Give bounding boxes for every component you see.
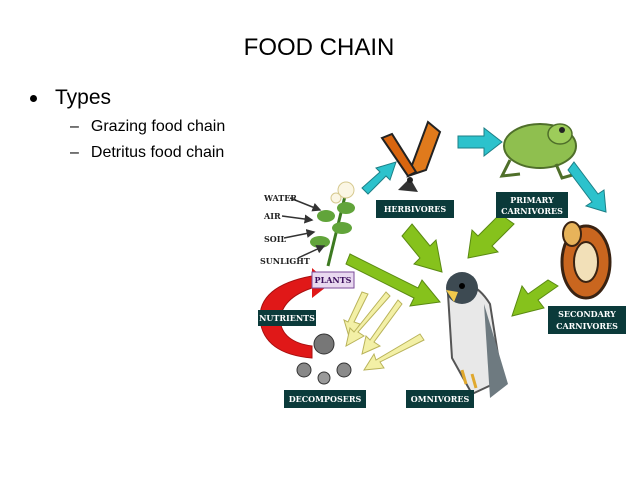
sub-bullet-grazing-label: Grazing food chain [90, 118, 226, 135]
food-chain-diagram: WATER AIR SOIL SUNLIGHT HERBIVORES [258, 120, 626, 408]
frog-to-snake-arrow [567, 161, 607, 213]
input-sunlight-label: SUNLIGHT [260, 256, 310, 266]
plant-input-arrows [281, 197, 326, 259]
snake-icon [560, 221, 612, 300]
bullet-dot-icon [30, 94, 37, 102]
herbivore-to-decomposer-arrow [361, 299, 403, 355]
sub-bullet-detritus: – Detritus food chain [70, 144, 225, 162]
label-herbivores: HERBIVORES [376, 200, 454, 218]
label-nutrients: NUTRIENTS [258, 310, 316, 326]
omnivore-to-decomposer-arrow [363, 333, 425, 371]
plants-to-decomposer-arrow-2 [345, 291, 391, 347]
plant-inputs: WATER AIR SOIL SUNLIGHT [260, 193, 310, 266]
plants-to-omnivore-arrow [345, 253, 441, 307]
input-water-label: WATER [263, 193, 297, 203]
label-decomposers-text: DECOMPOSERS [289, 394, 362, 404]
slide-title: FOOD CHAIN [243, 34, 395, 61]
label-nutrients-text: NUTRIENTS [259, 313, 315, 323]
label-secondary-carnivores: SECONDARY CARNIVORES [548, 306, 626, 334]
decomposer-arrows [343, 291, 425, 371]
label-secondary-carnivores-text: CARNIVORES [556, 321, 618, 331]
herbivore-to-omnivore-arrow [401, 223, 443, 273]
label-herbivores-text: HERBIVORES [384, 204, 447, 214]
bullet-types-label: Types [55, 86, 112, 109]
bullet-types: Types [30, 86, 225, 110]
secondary-to-omnivore-arrow [511, 279, 559, 317]
input-soil-label: SOIL [264, 234, 286, 244]
label-plants: PLANTS [311, 271, 355, 289]
butterfly-icon [380, 120, 442, 192]
primary-to-omnivore-arrow [467, 213, 515, 259]
label-omnivores: OMNIVORES [406, 390, 474, 408]
bullet-list: Types – Grazing food chain – Detritus fo… [30, 86, 225, 162]
sub-bullet-detritus-label: Detritus food chain [90, 144, 225, 161]
label-secondary-text: SECONDARY [558, 309, 616, 319]
label-omnivores-text: OMNIVORES [411, 394, 470, 404]
label-plants-text: PLANTS [315, 275, 352, 285]
input-air-label: AIR [263, 211, 281, 221]
dash-icon: – [70, 118, 79, 135]
label-primary-carnivores: PRIMARY CARNIVORES [496, 192, 568, 218]
label-primary-text: PRIMARY [510, 195, 554, 205]
plant-icon [310, 181, 355, 267]
dash-icon: – [70, 144, 79, 161]
grazing-cycle-arrows [361, 126, 607, 213]
omnivore-feed-arrows [345, 213, 559, 317]
label-primary-carnivores-text: CARNIVORES [501, 206, 563, 216]
herbivore-to-frog-arrow [457, 126, 503, 158]
falcon-icon [446, 272, 508, 398]
decomposer-organisms-icon [296, 333, 352, 385]
sub-bullet-grazing: – Grazing food chain [70, 118, 225, 136]
label-decomposers: DECOMPOSERS [284, 390, 366, 408]
plant-to-herbivore-arrow [361, 161, 397, 195]
frog-icon [499, 123, 577, 180]
